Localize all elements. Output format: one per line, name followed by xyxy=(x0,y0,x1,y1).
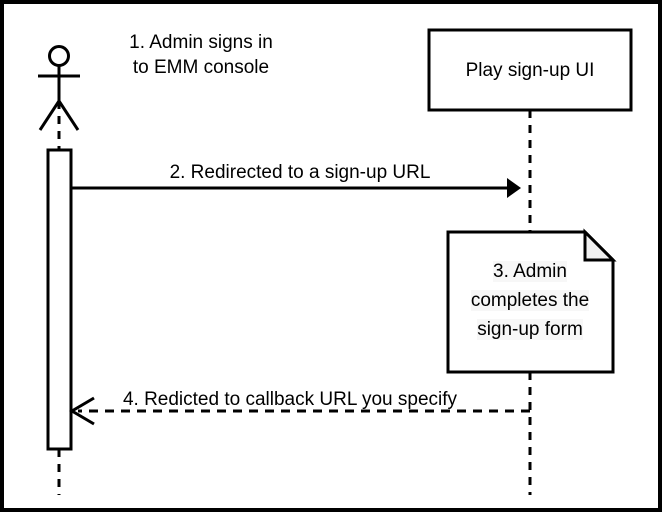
note-line: completes the xyxy=(470,290,590,311)
message-2-label: 2. Redirected to a sign-up URL xyxy=(169,162,431,183)
stick-figure-icon xyxy=(38,45,80,131)
message-4-label: 4. Redicted to callback URL you specify xyxy=(122,389,458,410)
note-label: 3. Admin completes the sign-up form xyxy=(450,257,610,344)
message-2-arrow xyxy=(71,178,521,198)
note-line: 3. Admin xyxy=(493,261,567,282)
message-4-arrow xyxy=(69,396,530,426)
actor-activation-bar xyxy=(46,148,73,451)
participant-label: Play sign-up UI xyxy=(465,60,595,81)
actor-annotation-label: 1. Admin signs in to EMM console xyxy=(129,32,273,78)
note-line: sign-up form xyxy=(477,319,583,340)
